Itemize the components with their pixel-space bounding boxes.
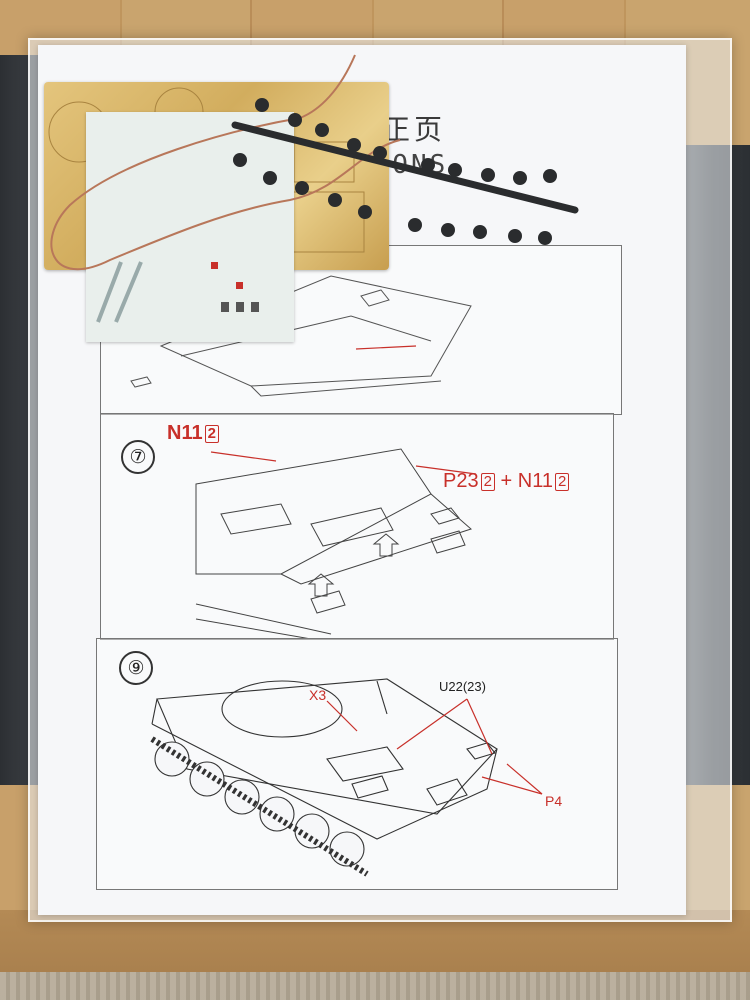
- rug: [0, 972, 750, 1000]
- plastic-sprue: [231, 121, 579, 214]
- callout-b-qty2: 2: [554, 472, 570, 491]
- step-6-drawing: [130, 275, 472, 397]
- callout-b-part2: N11: [517, 470, 553, 492]
- callout-b-plus: +: [500, 470, 513, 492]
- step-9-panel: ⑨ X3 U22(23): [96, 638, 618, 890]
- step-9-tank-drawing: [150, 678, 543, 877]
- step-9-label-x3: X3: [309, 687, 327, 703]
- step-9-label-u22: U22(23): [439, 679, 486, 694]
- callout-a-qty: 2: [204, 424, 219, 443]
- step-7-drawing: [195, 448, 477, 639]
- callout-a-part: N11: [167, 422, 203, 444]
- step-9-label-p4: P4: [545, 793, 563, 809]
- step-7-number: ⑦: [121, 440, 155, 474]
- copper-wire: [50, 54, 401, 271]
- callout-b-qty1: 2: [480, 472, 495, 491]
- step-9-number: ⑨: [119, 651, 153, 685]
- callout-b-part1: P23: [443, 470, 479, 492]
- decal-markings: [96, 261, 259, 323]
